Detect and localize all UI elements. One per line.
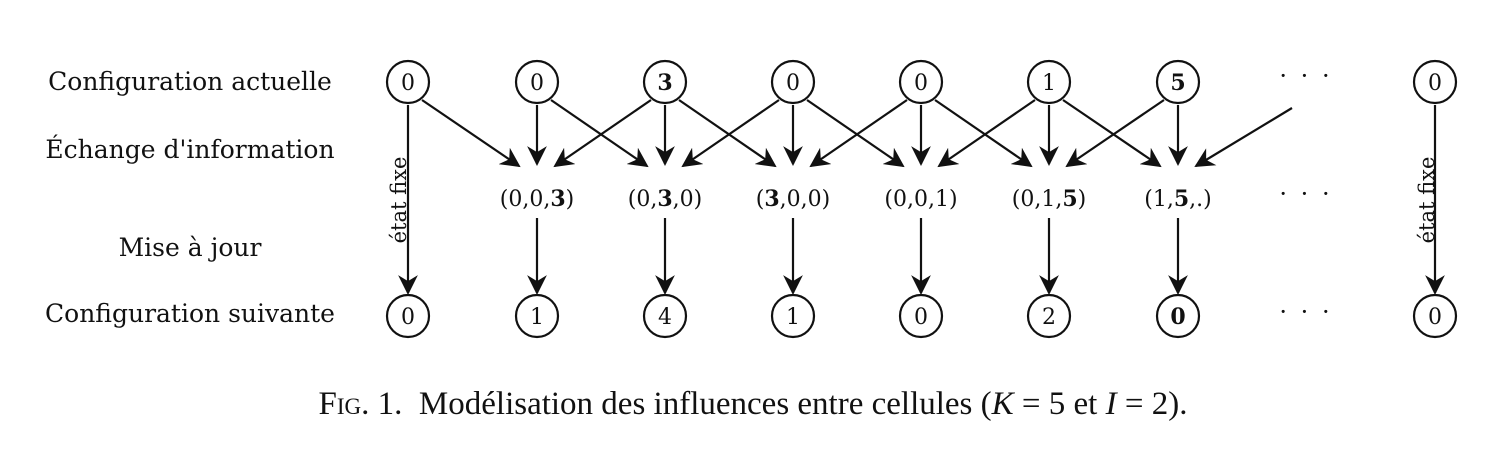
exchange-arrow-from-right-4 <box>937 99 1036 168</box>
caption-i-symbol: I <box>1105 386 1117 422</box>
current-cell-5-value: 1 <box>1042 71 1056 96</box>
next-cell-3-circle <box>770 293 816 339</box>
current-cell-4-circle <box>898 59 944 105</box>
exchange-arrow-from-left-3 <box>678 99 777 168</box>
current-cell-1: 0 <box>514 59 560 105</box>
current-cell-6-value: 5 <box>1170 70 1185 96</box>
row-label-next-configuration: Configuration suivante <box>45 299 335 328</box>
next-cell-2-value: 4 <box>658 305 672 330</box>
figure-caption: Fig. 1. Modélisation des influences entr… <box>0 386 1506 423</box>
current-cell-3-value: 0 <box>786 71 800 96</box>
ellipsis-next-row: · · · <box>1279 298 1332 326</box>
tuple-part: 5 <box>1062 186 1077 212</box>
tuple-part: 3 <box>764 186 779 212</box>
exchange-arrow-from-right-2 <box>681 99 780 168</box>
current-cell-6-circle <box>1155 59 1201 105</box>
next-cell-5-value: 2 <box>1042 305 1056 330</box>
current-cell-4: 0 <box>898 59 944 105</box>
current-cell-0-value: 0 <box>401 71 415 96</box>
exchange-arrow-from-right-6 <box>1194 107 1293 168</box>
next-cell-1-circle <box>514 293 560 339</box>
tuple-part: ,.) <box>1189 187 1212 212</box>
exchange-arrow-from-left-6 <box>1062 99 1162 168</box>
current-cell-last-circle <box>1412 59 1458 105</box>
neighborhood-tuple-5: (0,1,5) <box>1012 186 1086 212</box>
next-cell-6: 0 <box>1155 293 1201 339</box>
exchange-arrow-from-left-1 <box>421 99 521 168</box>
tuple-part: ( <box>756 187 765 212</box>
next-cell-0-circle <box>385 293 431 339</box>
next-cell-4-circle <box>898 293 944 339</box>
current-cell-2-circle <box>642 59 688 105</box>
caption-i-equals: = 2). <box>1116 386 1188 422</box>
caption-figure-tag: Fig. 1. <box>318 386 403 422</box>
exchange-arrow-from-left-5 <box>934 99 1033 168</box>
next-cell-2: 4 <box>642 293 688 339</box>
neighborhood-tuple-4: (0,0,1) <box>884 187 957 212</box>
next-cell-last-circle <box>1412 293 1458 339</box>
next-cell-3-value: 1 <box>786 305 800 330</box>
next-cell-last: 0 <box>1412 293 1458 339</box>
exchange-arrow-from-left-2 <box>550 99 649 168</box>
tuple-part: ) <box>566 187 575 212</box>
neighborhood-tuple-1: (0,0,3) <box>500 186 574 212</box>
ellipsis-current-row: · · · <box>1279 62 1332 90</box>
next-cell-last-value: 0 <box>1428 305 1442 330</box>
tuple-part: (0,1, <box>1012 187 1063 212</box>
next-cell-1: 1 <box>514 293 560 339</box>
tuple-part: 3 <box>657 186 672 212</box>
current-cell-last: 0 <box>1412 59 1458 105</box>
next-cell-4-value: 0 <box>914 305 928 330</box>
next-cell-1-value: 1 <box>530 305 544 330</box>
tuple-part: 5 <box>1174 186 1189 212</box>
caption-k-symbol: K <box>991 386 1014 422</box>
ellipsis-tuple-row: · · · <box>1279 180 1332 208</box>
next-cell-2-circle <box>642 293 688 339</box>
caption-text: Modélisation des influences entre cellul… <box>418 386 992 422</box>
exchange-arrow-from-right-1 <box>553 99 652 168</box>
current-cell-0-circle <box>385 59 431 105</box>
tuple-part: (0, <box>628 187 658 212</box>
current-cell-1-value: 0 <box>530 71 544 96</box>
next-cell-6-value: 0 <box>1170 304 1185 330</box>
tuple-part: ) <box>1078 187 1087 212</box>
caption-k-equals: = 5 et <box>1013 386 1106 422</box>
current-cell-2: 3 <box>642 59 688 105</box>
current-cell-3-circle <box>770 59 816 105</box>
current-cell-2-value: 3 <box>657 70 672 96</box>
row-label-update: Mise à jour <box>119 233 262 262</box>
neighborhood-tuple-6: (1,5,.) <box>1144 186 1211 212</box>
tuple-part: (1, <box>1144 187 1174 212</box>
current-cell-5-circle <box>1026 59 1072 105</box>
arrows-layer <box>398 99 1445 295</box>
cell-influence-diagram: Configuration actuelle Échange d'informa… <box>45 59 1458 339</box>
current-cell-5: 1 <box>1026 59 1072 105</box>
tuple-part: ,0,0) <box>780 187 831 212</box>
next-cell-5: 2 <box>1026 293 1072 339</box>
exchange-arrow-from-left-4 <box>806 99 905 168</box>
tuple-part: ,0) <box>673 187 703 212</box>
current-cell-6: 5 <box>1155 59 1201 105</box>
exchange-arrow-from-right-5 <box>1065 99 1165 168</box>
next-cell-0-value: 0 <box>401 305 415 330</box>
tuple-part: (0,0,1) <box>884 187 957 212</box>
row-label-current-configuration: Configuration actuelle <box>48 67 332 96</box>
neighborhood-tuple-2: (0,3,0) <box>628 186 702 212</box>
next-cell-4: 0 <box>898 293 944 339</box>
next-cell-6-circle <box>1155 293 1201 339</box>
exchange-arrow-from-right-3 <box>809 99 908 168</box>
next-cell-0: 0 <box>385 293 431 339</box>
current-cell-last-value: 0 <box>1428 71 1442 96</box>
next-cell-3: 1 <box>770 293 816 339</box>
tuple-part: 3 <box>550 186 565 212</box>
current-cell-3: 0 <box>770 59 816 105</box>
next-cell-5-circle <box>1026 293 1072 339</box>
tuple-part: (0,0, <box>500 187 551 212</box>
row-label-information-exchange: Échange d'information <box>45 135 334 164</box>
neighborhood-tuple-3: (3,0,0) <box>756 186 830 212</box>
current-cell-1-circle <box>514 59 560 105</box>
current-cell-4-value: 0 <box>914 71 928 96</box>
current-cell-0: 0 <box>385 59 431 105</box>
